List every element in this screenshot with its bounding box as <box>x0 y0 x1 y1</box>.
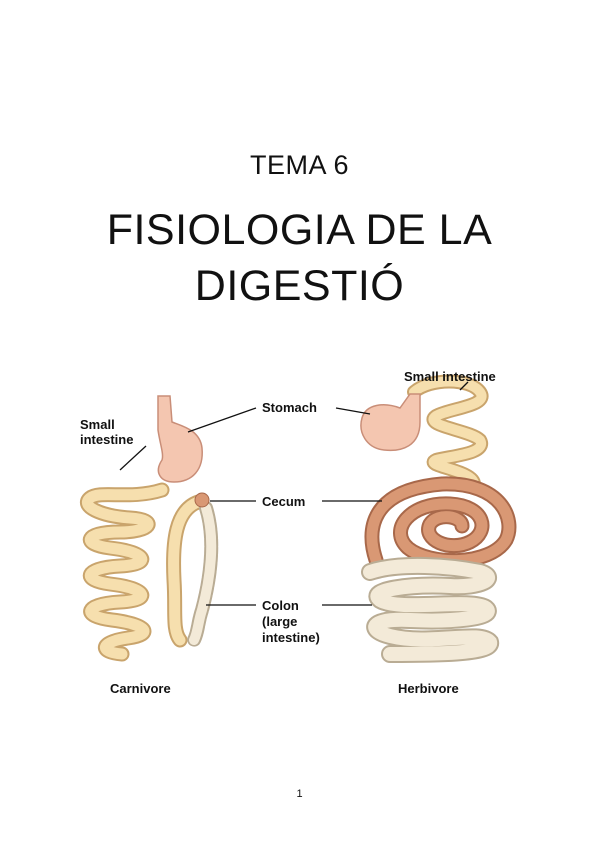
leader-lines <box>119 381 469 606</box>
document-subtitle: TEMA 6 <box>249 150 350 180</box>
label-small-intestine-left-2: intestine <box>80 432 133 447</box>
document-title: FISIOLOGIA DE LA DIGESTIÓ <box>0 202 599 314</box>
label-herbivore: Herbivore <box>398 681 459 696</box>
page-number: 1 <box>296 788 303 800</box>
title-line-2: DIGESTIÓ <box>194 262 405 310</box>
label-colon-3: intestine) <box>262 630 320 645</box>
title-line-1: FISIOLOGIA DE LA <box>106 206 493 254</box>
label-colon-1: Colon <box>262 598 299 613</box>
carnivore-diagram <box>80 395 219 662</box>
carnivore-cecum <box>194 492 210 508</box>
label-colon-2: (large <box>262 614 297 629</box>
label-cecum: Cecum <box>262 494 305 509</box>
label-small-intestine-right: Small intestine <box>404 369 496 384</box>
label-small-intestine-left-1: Small <box>80 417 115 432</box>
label-carnivore: Carnivore <box>110 681 171 696</box>
carnivore-stomach <box>157 395 203 483</box>
label-stomach: Stomach <box>262 400 317 415</box>
digestive-system-figure: Small intestine Stomach Cecum Colon (lar… <box>80 369 517 696</box>
herbivore-stomach <box>360 393 421 452</box>
herbivore-diagram <box>360 374 517 663</box>
